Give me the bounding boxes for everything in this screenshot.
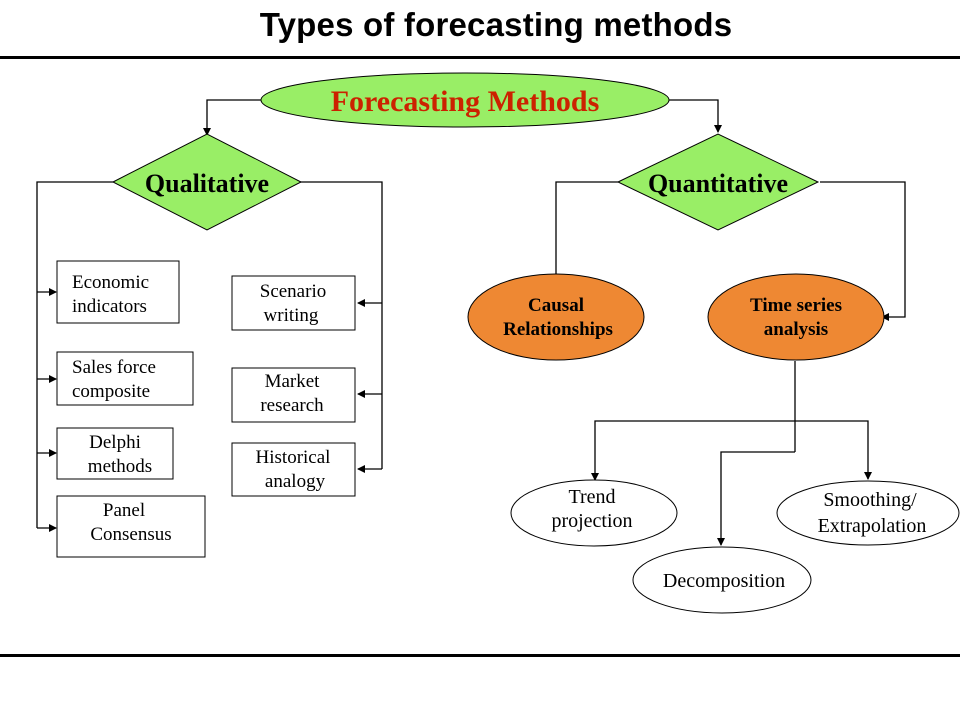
oval-line: Decomposition [663, 570, 785, 592]
smoothing-extrapolation-node: Smoothing/ Extrapolation [776, 480, 960, 546]
quantitative-diamond [616, 133, 820, 231]
box-line: Market [265, 371, 321, 392]
box-line: writing [264, 305, 319, 326]
box-line: Panel [103, 500, 145, 521]
historical-analogy-box: Historical analogy [231, 442, 356, 497]
box-line: Consensus [90, 524, 171, 545]
box-line: Economic [72, 272, 149, 293]
bottom-divider [0, 654, 960, 657]
qualitative-diamond [111, 133, 303, 231]
decomposition-node: Decomposition [632, 546, 812, 614]
connector-lines [36, 99, 906, 546]
causal-relationships-node: Causal Relationships [467, 273, 645, 361]
scenario-writing-box: Scenario writing [231, 275, 356, 331]
qualitative-label: Qualitative [145, 169, 269, 198]
top-divider [0, 56, 960, 59]
box-line: Delphi [89, 432, 141, 453]
oval-line: projection [551, 510, 632, 532]
box-line: research [260, 395, 324, 416]
sales-force-composite-box: Sales force composite [56, 351, 194, 406]
box-line: indicators [72, 296, 147, 317]
economic-indicators-box: Economic indicators [56, 260, 180, 324]
panel-consensus-box: Panel Consensus [56, 495, 206, 558]
market-research-box: Market research [231, 367, 356, 423]
delphi-methods-box: Delphi methods [56, 427, 174, 480]
box-line: Sales force [72, 357, 156, 378]
oval-line: Trend [568, 486, 615, 508]
oval-line: analysis [764, 319, 828, 340]
root-label: Forecasting Methods [331, 85, 600, 118]
quantitative-label: Quantitative [648, 169, 788, 198]
time-series-analysis-node: Time series analysis [707, 273, 885, 361]
box-line: Historical [256, 447, 331, 468]
box-line: Scenario [260, 281, 326, 302]
root-node [260, 72, 670, 128]
trend-projection-node: Trend projection [510, 479, 678, 547]
box-line: composite [72, 381, 150, 402]
box-line: methods [88, 456, 152, 477]
oval-line: Causal [528, 295, 584, 316]
oval-line: Extrapolation [818, 515, 927, 537]
page-title: Types of forecasting methods [259, 6, 733, 43]
oval-line: Smoothing/ [823, 489, 917, 511]
oval-line: Relationships [503, 319, 613, 340]
box-line: analogy [265, 471, 326, 492]
oval-line: Time series [750, 295, 842, 316]
